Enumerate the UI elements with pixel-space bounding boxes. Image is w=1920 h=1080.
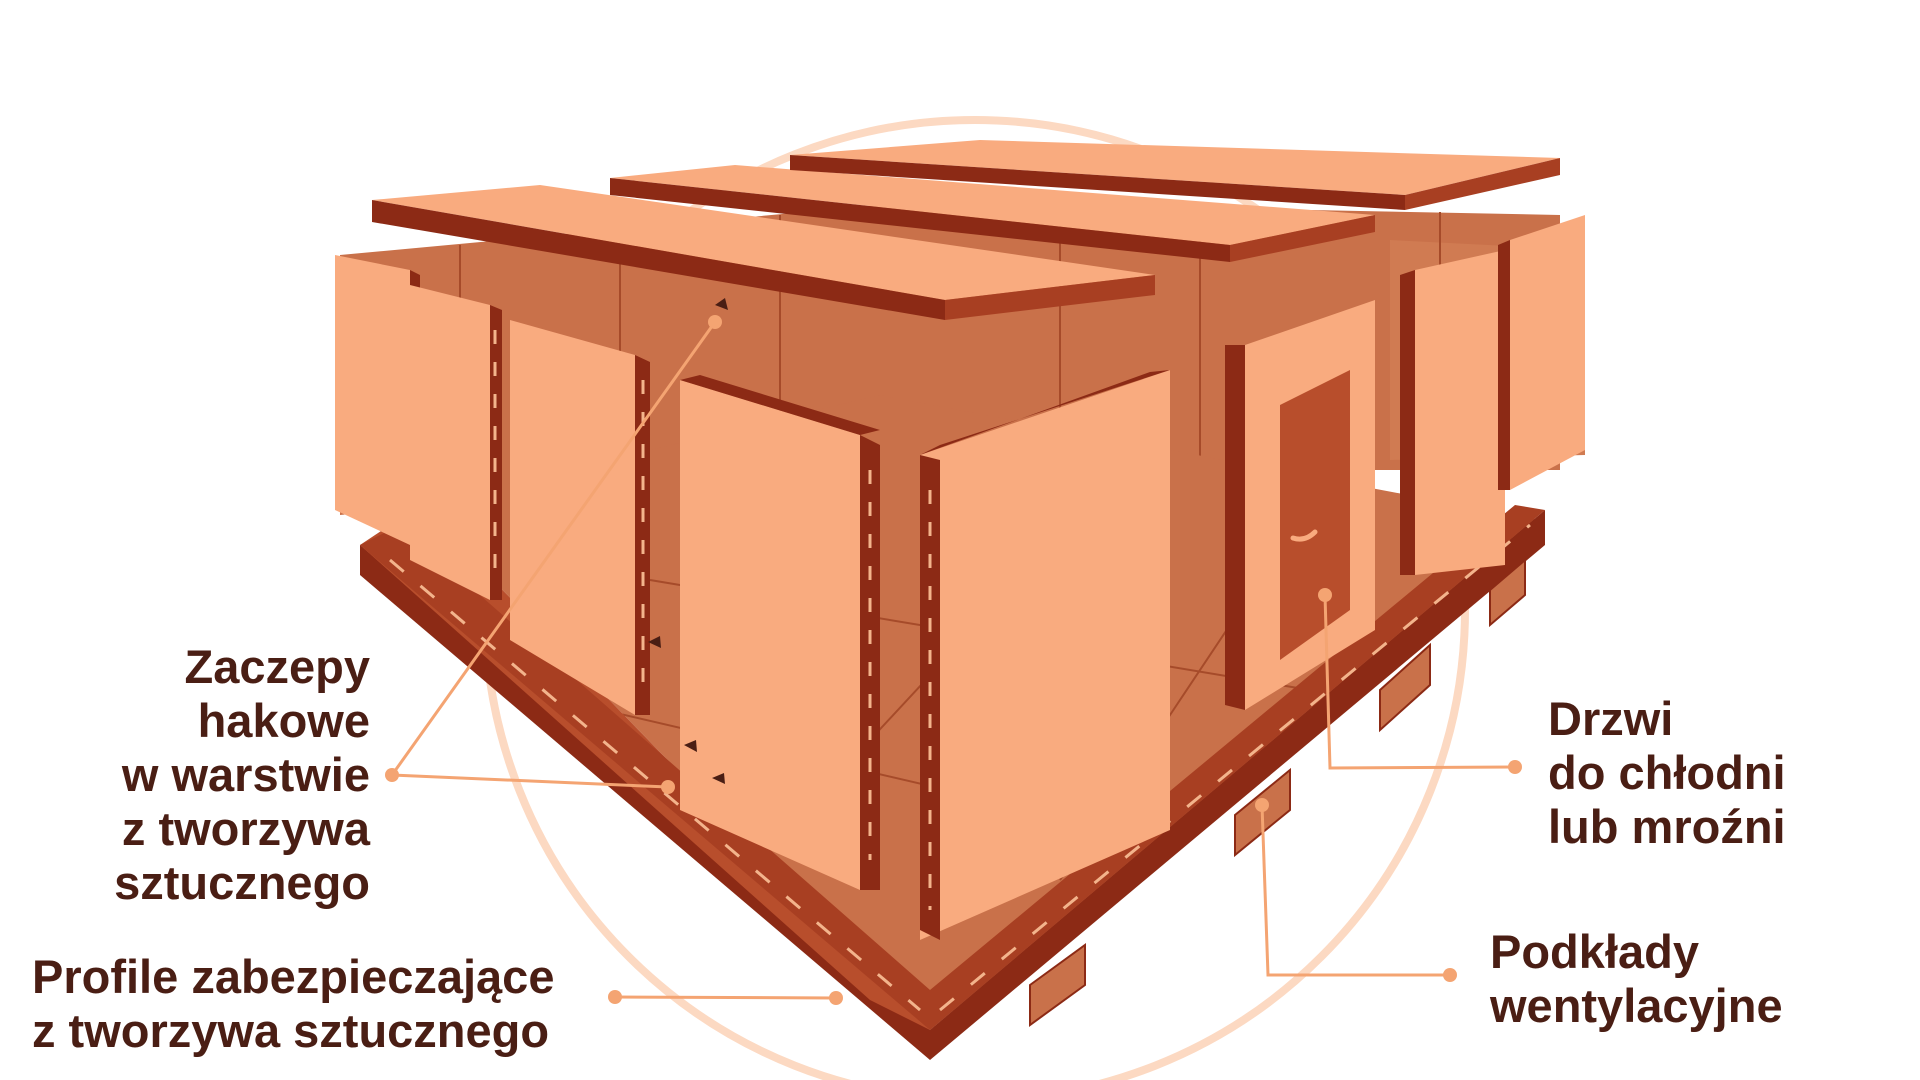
label-door-line-3: lub mroźni bbox=[1548, 800, 1786, 853]
label-hooks-line-3: w warstwie bbox=[121, 748, 370, 801]
label-door: Drzwi do chłodni lub mroźni bbox=[1548, 692, 1786, 854]
label-hooks-line-1: Zaczepy bbox=[184, 640, 370, 693]
label-pads-line-1: Podkłady bbox=[1490, 925, 1699, 978]
label-door-line-2: do chłodni bbox=[1548, 746, 1786, 799]
door bbox=[1280, 370, 1350, 660]
label-pads: Podkłady wentylacyjne bbox=[1490, 925, 1783, 1033]
ventilation-pads bbox=[1029, 557, 1526, 1027]
callout-dots bbox=[385, 315, 1522, 1005]
label-hooks: Zaczepy hakowe w warstwie z tworzywa szt… bbox=[80, 640, 370, 910]
left-wall-panels bbox=[335, 255, 650, 715]
label-hooks-line-5: sztucznego bbox=[114, 856, 370, 909]
label-pads-line-2: wentylacyjne bbox=[1490, 979, 1783, 1032]
roof-planks bbox=[372, 140, 1560, 320]
label-profiles: Profile zabezpieczające z tworzywa sztuc… bbox=[32, 950, 554, 1058]
base-slab bbox=[360, 505, 1545, 1060]
label-door-line-1: Drzwi bbox=[1548, 692, 1674, 745]
label-hooks-line-2: hakowe bbox=[197, 694, 370, 747]
hook-markers bbox=[648, 298, 728, 784]
label-profiles-line-2: z tworzywa sztucznego bbox=[32, 1004, 550, 1057]
front-corner-panels bbox=[680, 370, 1170, 940]
label-profiles-line-1: Profile zabezpieczające bbox=[32, 950, 555, 1003]
callout-lines bbox=[390, 321, 1516, 1000]
label-hooks-line-4: z tworzywa bbox=[121, 802, 370, 855]
